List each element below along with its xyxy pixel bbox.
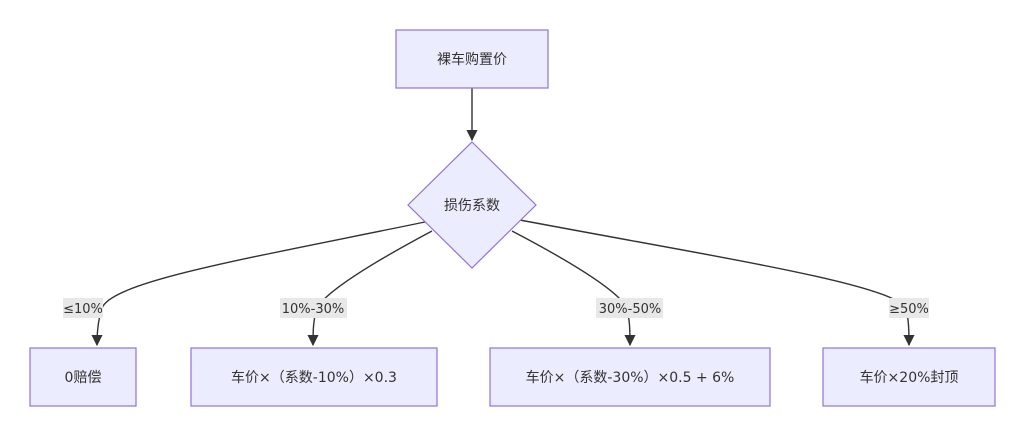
edge-label-30-50: 30%-50% bbox=[596, 298, 663, 318]
edge-label-10-30: 10%-30% bbox=[280, 298, 347, 318]
node-car-price: 裸车购置价 bbox=[395, 29, 549, 89]
edge-damage-factor-to-formula-low bbox=[307, 230, 433, 347]
node-damage-factor: 损伤系数 bbox=[407, 141, 537, 269]
node-zero-comp: 0赔偿 bbox=[29, 347, 137, 407]
node-formula-mid: 车价×（系数-30%）×0.5 + 6% bbox=[489, 347, 771, 407]
node-cap: 车价×20%封顶 bbox=[822, 347, 996, 407]
node-label: 车价×20%封顶 bbox=[860, 369, 959, 386]
edge-label-text: 10%-30% bbox=[282, 302, 344, 317]
edge-label-text: ≤10% bbox=[63, 302, 103, 317]
edge-label-text: ≥50% bbox=[889, 302, 929, 317]
edge-label-ge-50: ≥50% bbox=[889, 298, 929, 318]
edge-label-le-10: ≤10% bbox=[63, 298, 103, 318]
node-formula-low: 车价×（系数-10%）×0.3 bbox=[190, 347, 438, 407]
node-label: 车价×（系数-30%）×0.5 + 6% bbox=[526, 369, 735, 386]
edge-damage-factor-to-zero-comp bbox=[91, 221, 426, 347]
edge-labels: ≤10% 10%-30% 30%-50% ≥50% bbox=[63, 298, 929, 318]
node-label: 裸车购置价 bbox=[437, 51, 507, 68]
node-label: 损伤系数 bbox=[444, 198, 500, 214]
edge-damage-factor-to-formula-mid bbox=[511, 230, 636, 347]
node-label: 0赔偿 bbox=[65, 370, 102, 386]
edge-label-text: 30%-50% bbox=[599, 302, 661, 317]
node-label: 车价×（系数-10%）×0.3 bbox=[231, 369, 397, 386]
edge-damage-factor-to-cap bbox=[519, 219, 915, 347]
